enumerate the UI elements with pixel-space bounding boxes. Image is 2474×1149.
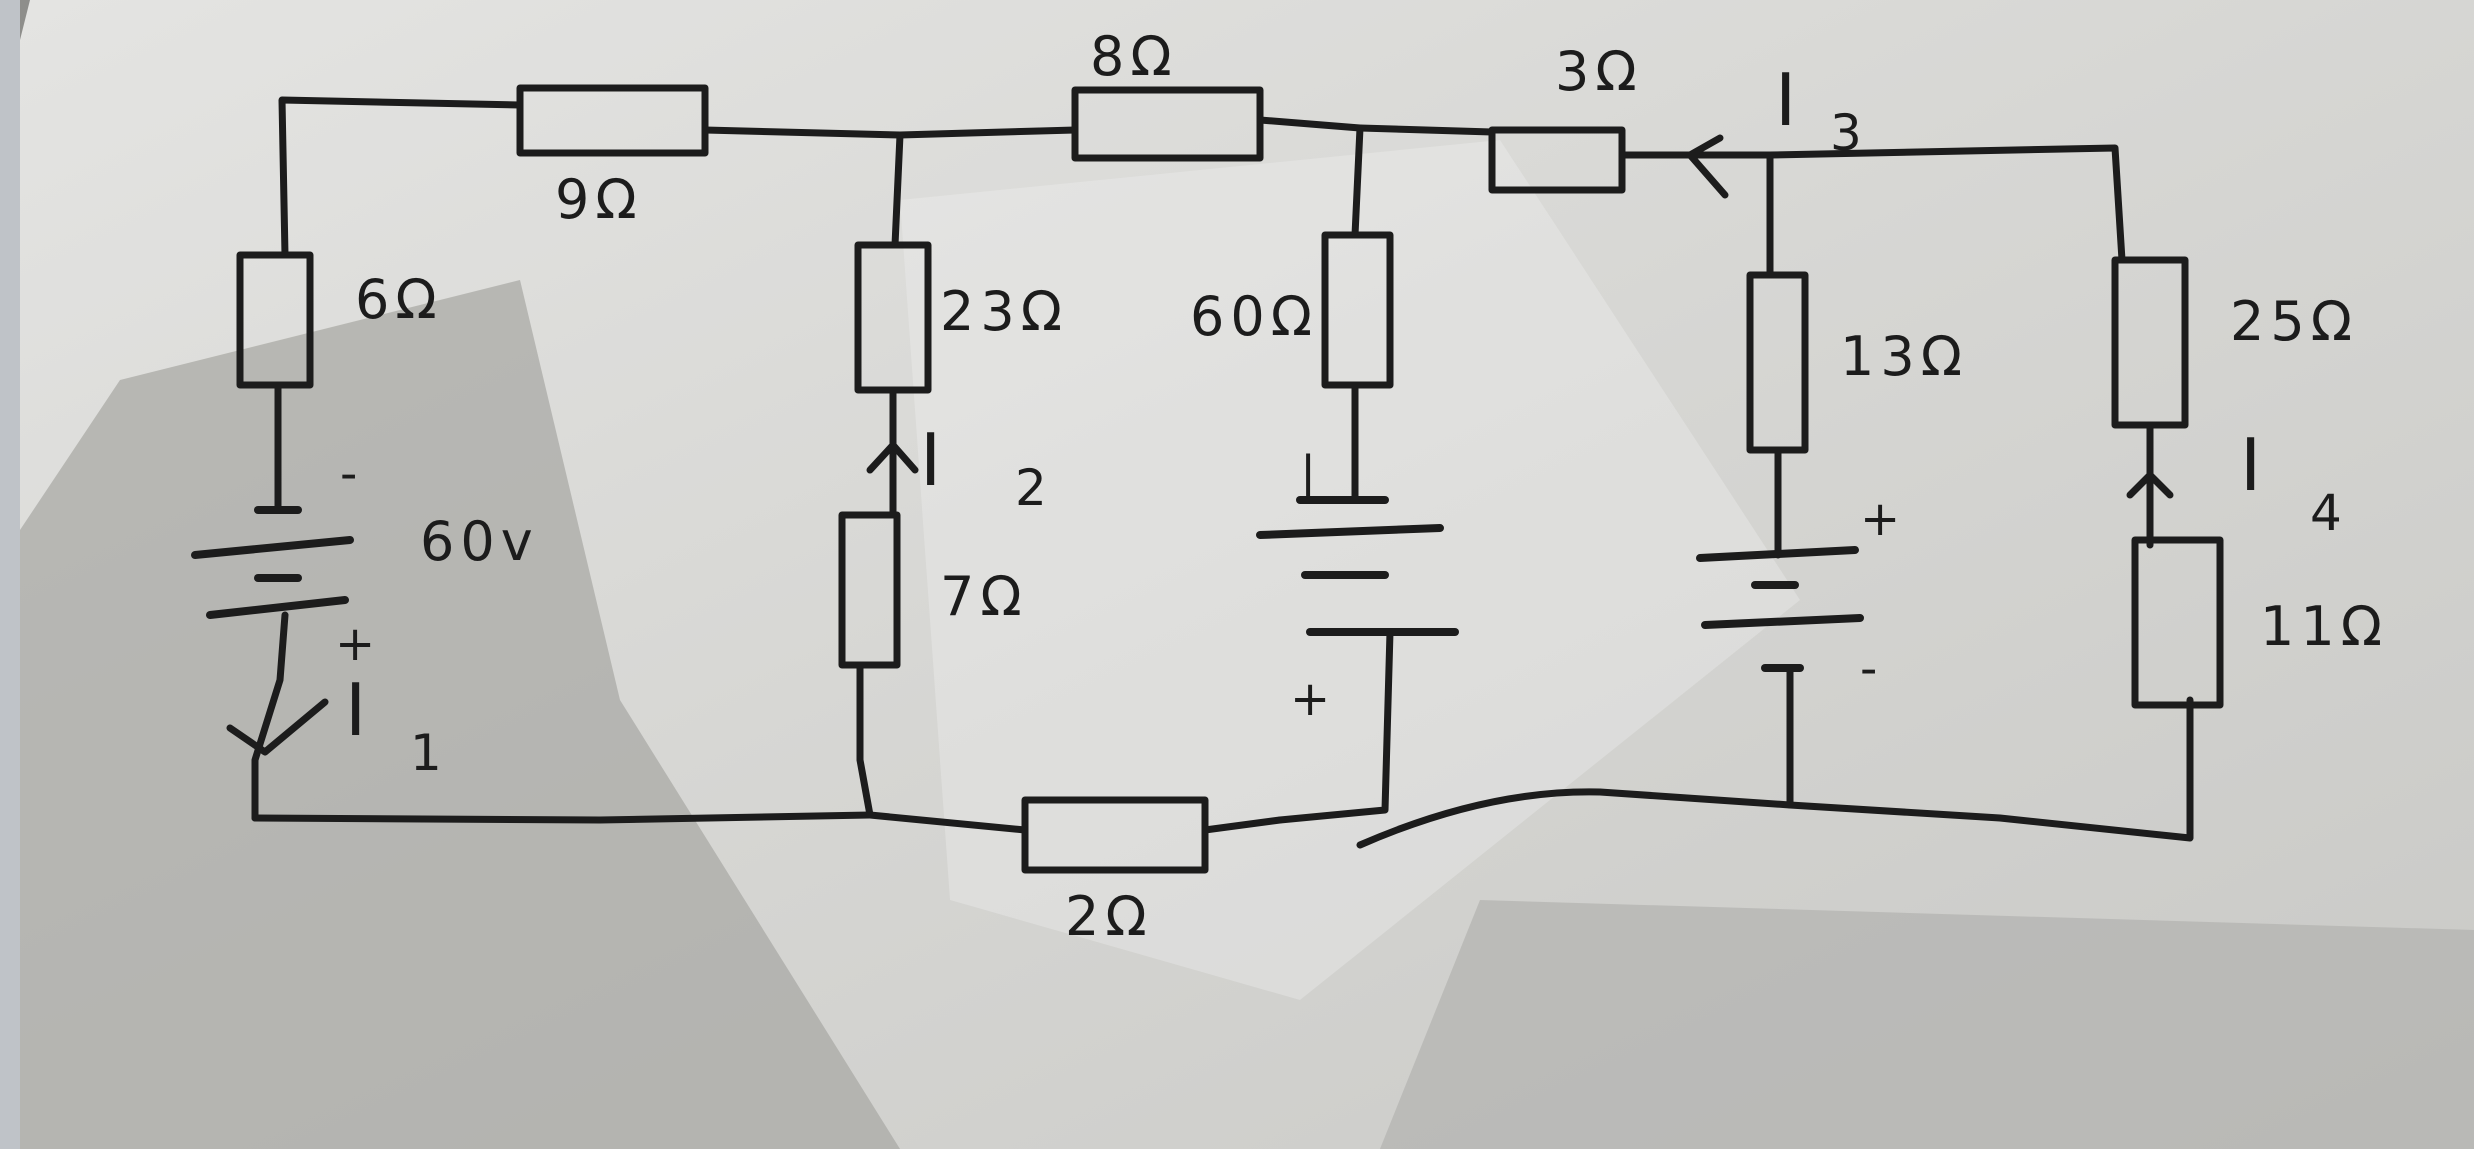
battery-mid-plate-2 [1256, 524, 1444, 539]
battery-60v-plate-4 [206, 596, 349, 619]
wire-top-9-to-node-a [701, 126, 904, 139]
wire-bottom-left [251, 811, 874, 824]
wire-battery-to-bottom [251, 611, 289, 822]
resistor-7-ohm [838, 511, 901, 669]
resistor-8-ohm [1071, 86, 1264, 162]
label-i1-subscript: 1 [410, 724, 442, 782]
battery-60v-plate-2 [191, 536, 354, 559]
wire-8-to-node-b [1256, 116, 1364, 132]
resistor-23-ohm [854, 241, 932, 394]
wire-node-a-down [891, 131, 904, 249]
label-23-ohm: 23Ω [940, 280, 1068, 343]
i2-arrow [866, 441, 919, 474]
label-8-ohm: 8Ω [1090, 25, 1178, 88]
sign-middle-battery-bottom: + [1290, 671, 1330, 727]
label-i2-subscript: 2 [1015, 459, 1047, 517]
notebook-edge [0, 0, 20, 1149]
shadow-left [0, 280, 900, 1149]
label-7-ohm: 7Ω [940, 565, 1028, 628]
battery-right-plate-1 [1696, 546, 1859, 562]
sign-middle-battery-top: | [1300, 446, 1316, 502]
wire-node-a-to-8 [896, 126, 1079, 139]
shadow-right [1380, 900, 2474, 1149]
resistor-25-ohm [2111, 256, 2189, 429]
wire-node-c-to-right [1766, 144, 2126, 264]
label-60v: 60v [420, 510, 539, 573]
highlight-center [900, 140, 1800, 1000]
resistor-6-ohm [236, 251, 314, 389]
wire-node-b-to-3 [1356, 124, 1496, 136]
wire-bottom-to-2 [866, 811, 1029, 834]
label-3-ohm: 3Ω [1555, 40, 1643, 103]
sign-left-battery-bottom: + [335, 616, 375, 672]
sign-right-battery-bottom: - [1860, 641, 1877, 697]
i1-arrow [226, 698, 329, 756]
label-2-ohm: 2Ω [1065, 885, 1153, 948]
wire-battery-mid-down [1276, 628, 1394, 824]
wire-7-to-bottom [856, 661, 874, 819]
resistor-9-ohm [516, 84, 709, 157]
sign-right-battery-top: + [1860, 491, 1900, 547]
i4-arrow [2126, 471, 2174, 499]
label-i4: I [2240, 423, 2261, 507]
wire-left-top [278, 96, 524, 259]
sign-left-battery-top: - [340, 446, 357, 502]
label-25-ohm: 25Ω [2230, 290, 2358, 353]
battery-right-plate-3 [1701, 614, 1864, 629]
wire-bottom-right [1356, 696, 2194, 849]
resistor-11-ohm [2131, 536, 2224, 709]
i3-arrow [1686, 134, 1729, 199]
label-i3: I [1775, 58, 1796, 142]
label-i1: I [345, 668, 366, 752]
resistor-13-ohm [1746, 271, 1809, 454]
label-i4-subscript: 4 [2310, 484, 2342, 542]
label-i3-subscript: 3 [1830, 104, 1862, 162]
label-6-ohm: 6Ω [355, 268, 443, 331]
label-9-ohm: 9Ω [555, 168, 643, 231]
resistor-60-ohm [1321, 231, 1394, 389]
resistor-2-ohm [1021, 796, 1209, 874]
wire-node-b-down [1351, 124, 1364, 239]
label-11-ohm: 11Ω [2260, 595, 2388, 658]
wire-2-to-mid [1201, 816, 1284, 834]
label-60-ohm: 60Ω [1190, 285, 1318, 348]
label-13-ohm: 13Ω [1840, 325, 1968, 388]
label-i2: I [920, 418, 941, 502]
resistor-3-ohm [1488, 126, 1626, 194]
